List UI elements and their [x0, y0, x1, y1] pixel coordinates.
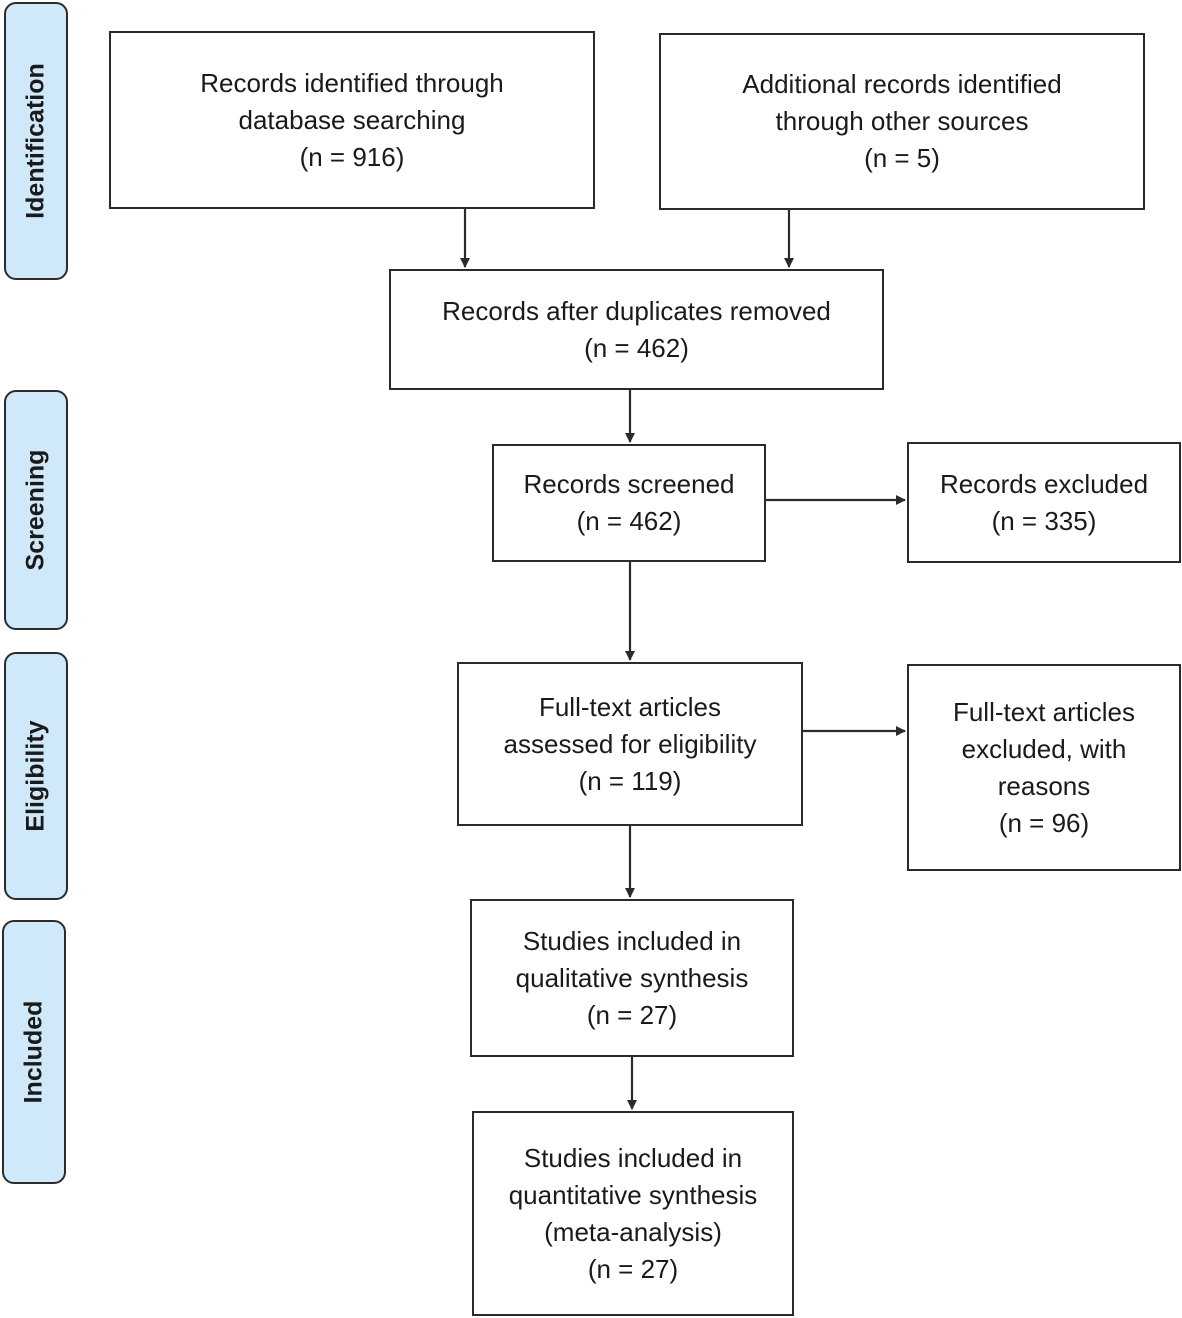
box-line: (n = 96)	[998, 807, 1090, 838]
stage-identification: Identification	[4, 2, 68, 280]
box-line: (n = 27)	[587, 1253, 679, 1284]
box-line: (n = 462)	[576, 506, 682, 536]
stage-included: Included	[2, 920, 66, 1184]
stage-eligibility: Eligibility	[4, 652, 68, 900]
box-line: Records after duplicates removed	[442, 295, 831, 326]
box-line: Additional records identified	[742, 69, 1062, 99]
box-line: Studies included in	[522, 925, 742, 956]
box-line: (n = 119)	[578, 765, 682, 796]
box-qualitative-synthesis: Studies included in qualitative synthesi…	[470, 899, 794, 1057]
box-line: (n = 335)	[991, 505, 1097, 536]
box-database-search: Records identified through database sear…	[109, 31, 595, 209]
box-line: through other sources	[775, 106, 1029, 136]
box-duplicates-removed: Records after duplicates removed (n = 46…	[389, 269, 884, 390]
box-line: reasons	[997, 770, 1091, 801]
box-quantitative-synthesis: Studies included in quantitative synthes…	[472, 1111, 794, 1316]
box-line: Full-text articles	[538, 691, 722, 722]
box-other-sources: Additional records identified through ot…	[659, 33, 1145, 210]
box-line: (meta-analysis)	[544, 1216, 722, 1247]
box-line: database searching	[238, 104, 466, 135]
box-records-screened: Records screened (n = 462)	[492, 444, 766, 562]
box-line: Studies included in	[523, 1142, 743, 1173]
box-line: quantitative synthesis	[508, 1179, 758, 1210]
box-line: Records identified through	[200, 67, 504, 98]
box-line: (n = 462)	[584, 332, 689, 363]
box-line: (n = 27)	[586, 999, 678, 1030]
box-full-text-assessed: Full-text articles assessed for eligibil…	[457, 662, 803, 826]
box-line: excluded, with	[961, 733, 1127, 764]
box-line: (n = 916)	[299, 141, 405, 172]
box-line: Records screened	[523, 469, 735, 499]
box-line: qualitative synthesis	[515, 962, 749, 993]
box-records-excluded: Records excluded (n = 335)	[907, 442, 1181, 563]
box-line: (n = 5)	[864, 143, 940, 173]
box-full-text-excluded: Full-text articles excluded, with reason…	[907, 664, 1181, 871]
box-line: assessed for eligibility	[503, 728, 757, 759]
stage-screening: Screening	[4, 390, 68, 630]
box-line: Records excluded	[939, 468, 1149, 499]
box-line: Full-text articles	[952, 696, 1136, 727]
